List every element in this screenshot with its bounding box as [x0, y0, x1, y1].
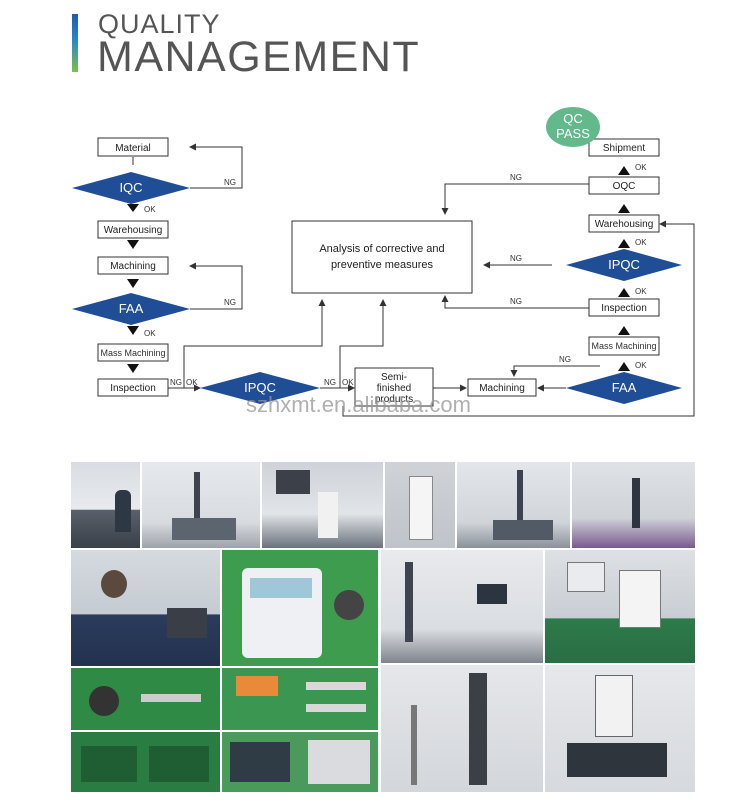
warehousing-to-machining-arrow: [127, 240, 139, 249]
title-quality: QUALITY: [98, 9, 221, 39]
svg-text:Inspection: Inspection: [110, 383, 156, 394]
svg-text:Material: Material: [115, 143, 151, 154]
photo-operator-microscope: [71, 550, 220, 666]
bottom-ng-to-analysis: [339, 299, 387, 388]
svg-text:Semi-: Semi-: [381, 372, 407, 383]
svg-text:Machining: Machining: [479, 383, 525, 394]
photo-gauge-blocks: [222, 732, 378, 792]
ipqc-ng-label-left: NG: [170, 378, 182, 387]
oqc-ok-arrow: [618, 166, 630, 175]
svg-text:Warehousing: Warehousing: [595, 219, 654, 230]
faa-right-ok-label: OK: [635, 361, 647, 370]
photo-optical-comparator: [545, 550, 695, 663]
photo-calipers: [222, 668, 378, 730]
inspection-ok-arrow: [618, 288, 630, 297]
ipqc-right-ng-label: NG: [510, 254, 522, 263]
photo-measuring-room: [262, 462, 383, 548]
warehousing-left-box: Warehousing: [97, 220, 169, 239]
faa-right-ng-loop: [510, 365, 600, 377]
faa-right-ok-arrow: [618, 362, 630, 371]
faa-ng-loop: [189, 262, 243, 310]
svg-text:products: products: [375, 394, 413, 405]
photo-cmm-room-1: [142, 462, 260, 548]
photo-micrometers: [71, 668, 220, 730]
svg-text:IPQC: IPQC: [244, 380, 276, 395]
svg-text:Inspection: Inspection: [601, 303, 647, 314]
machining-bottom-box: Machining: [467, 378, 537, 397]
machining-to-faa-arrow: [127, 279, 139, 288]
left-ng-to-analysis: [183, 299, 326, 388]
faa-left-diamond: FAA: [72, 293, 190, 325]
iqc-ng-label: NG: [224, 178, 236, 187]
svg-text:IPQC: IPQC: [608, 257, 640, 272]
ipqc-ok-label: OK: [635, 238, 647, 247]
svg-text:Mass Machining: Mass Machining: [100, 348, 165, 358]
photo-cmm-lab: [381, 550, 543, 663]
faa-right-diamond: FAA: [566, 372, 682, 404]
material-box: Material: [97, 137, 169, 157]
svg-text:FAA: FAA: [612, 380, 637, 395]
svg-text:PASS: PASS: [556, 126, 590, 141]
oqc-ok-label: OK: [635, 163, 647, 172]
svg-text:OQC: OQC: [613, 181, 636, 192]
machining-left-box: Machining: [97, 256, 169, 275]
iqc-diamond: IQC: [72, 172, 190, 204]
ipqc-ok-arrow: [618, 239, 630, 248]
iqc-ok-label: OK: [144, 205, 156, 214]
quality-flow-diagram: Material IQC NG OK Warehousing Machining…: [72, 107, 695, 417]
ipqc-ok-label-right: OK: [342, 378, 354, 387]
semi-finished-box: Semi- finished products: [354, 367, 434, 407]
oqc-ng-label: NG: [510, 173, 522, 182]
ipqc-ng-label-right: NG: [324, 378, 336, 387]
faa-ok-arrow: [127, 326, 139, 335]
oqc-ng-to-analysis: [441, 183, 589, 215]
svg-text:FAA: FAA: [119, 301, 144, 316]
title-management: MANAGEMENT: [97, 33, 421, 81]
photo-tool-cases: [71, 732, 220, 792]
svg-text:Shipment: Shipment: [603, 143, 645, 154]
warehousing-to-oqc-arrow: [618, 204, 630, 213]
iqc-ok-arrow: [127, 204, 139, 212]
inspection-right-box: Inspection: [588, 298, 660, 317]
svg-text:Machining: Machining: [110, 261, 156, 272]
svg-text:finished: finished: [377, 383, 411, 394]
inspection-left-box: Inspection: [97, 378, 169, 397]
svg-text:Warehousing: Warehousing: [104, 225, 163, 236]
ipqc-bottom-diamond: IPQC: [200, 372, 320, 404]
analysis-box: Analysis of corrective and preventive me…: [291, 220, 473, 294]
faa-ng-label: NG: [224, 298, 236, 307]
title-accent-bar: [72, 14, 78, 72]
ipqc-right-diamond: IPQC: [566, 249, 682, 281]
svg-text:Mass Machining: Mass Machining: [591, 341, 656, 351]
svg-text:Analysis of corrective and: Analysis of corrective and: [319, 243, 444, 255]
photo-height-gauge: [381, 665, 543, 792]
mass-machining-left-box: Mass Machining: [97, 343, 169, 362]
photo-operator-cmm: [71, 462, 140, 548]
mass-to-inspection-arrow: [127, 364, 139, 373]
inspection-ng-to-analysis: [441, 295, 589, 309]
oqc-box: OQC: [588, 176, 660, 195]
watermark: szhxmt.en.alibaba.com: [246, 392, 471, 417]
photo-video-measuring: [545, 665, 695, 792]
iqc-ng-loop: [189, 143, 243, 189]
outer-loop-to-warehousing: [342, 220, 695, 417]
mass-to-inspection-right-arrow: [618, 326, 630, 335]
faa-ok-label: OK: [144, 329, 156, 338]
svg-text:QC: QC: [563, 111, 583, 126]
mass-machining-right-box: Mass Machining: [588, 336, 660, 356]
photo-hardness-tester: [385, 462, 455, 548]
qc-pass-badge: QC PASS: [546, 107, 600, 147]
warehousing-right-box: Warehousing: [588, 214, 660, 233]
inspection-ok-label: OK: [635, 287, 647, 296]
svg-text:preventive measures: preventive measures: [331, 259, 434, 271]
faa-right-ng-label: NG: [559, 355, 571, 364]
photo-height-gauge-room: [572, 462, 695, 548]
photo-cmm-room-2: [457, 462, 570, 548]
inspection-ng-label: NG: [510, 297, 522, 306]
photo-digital-indicator: [222, 550, 378, 666]
shipment-box: Shipment: [588, 138, 660, 157]
ipqc-ok-label-left: OK: [186, 378, 198, 387]
svg-text:IQC: IQC: [119, 180, 142, 195]
